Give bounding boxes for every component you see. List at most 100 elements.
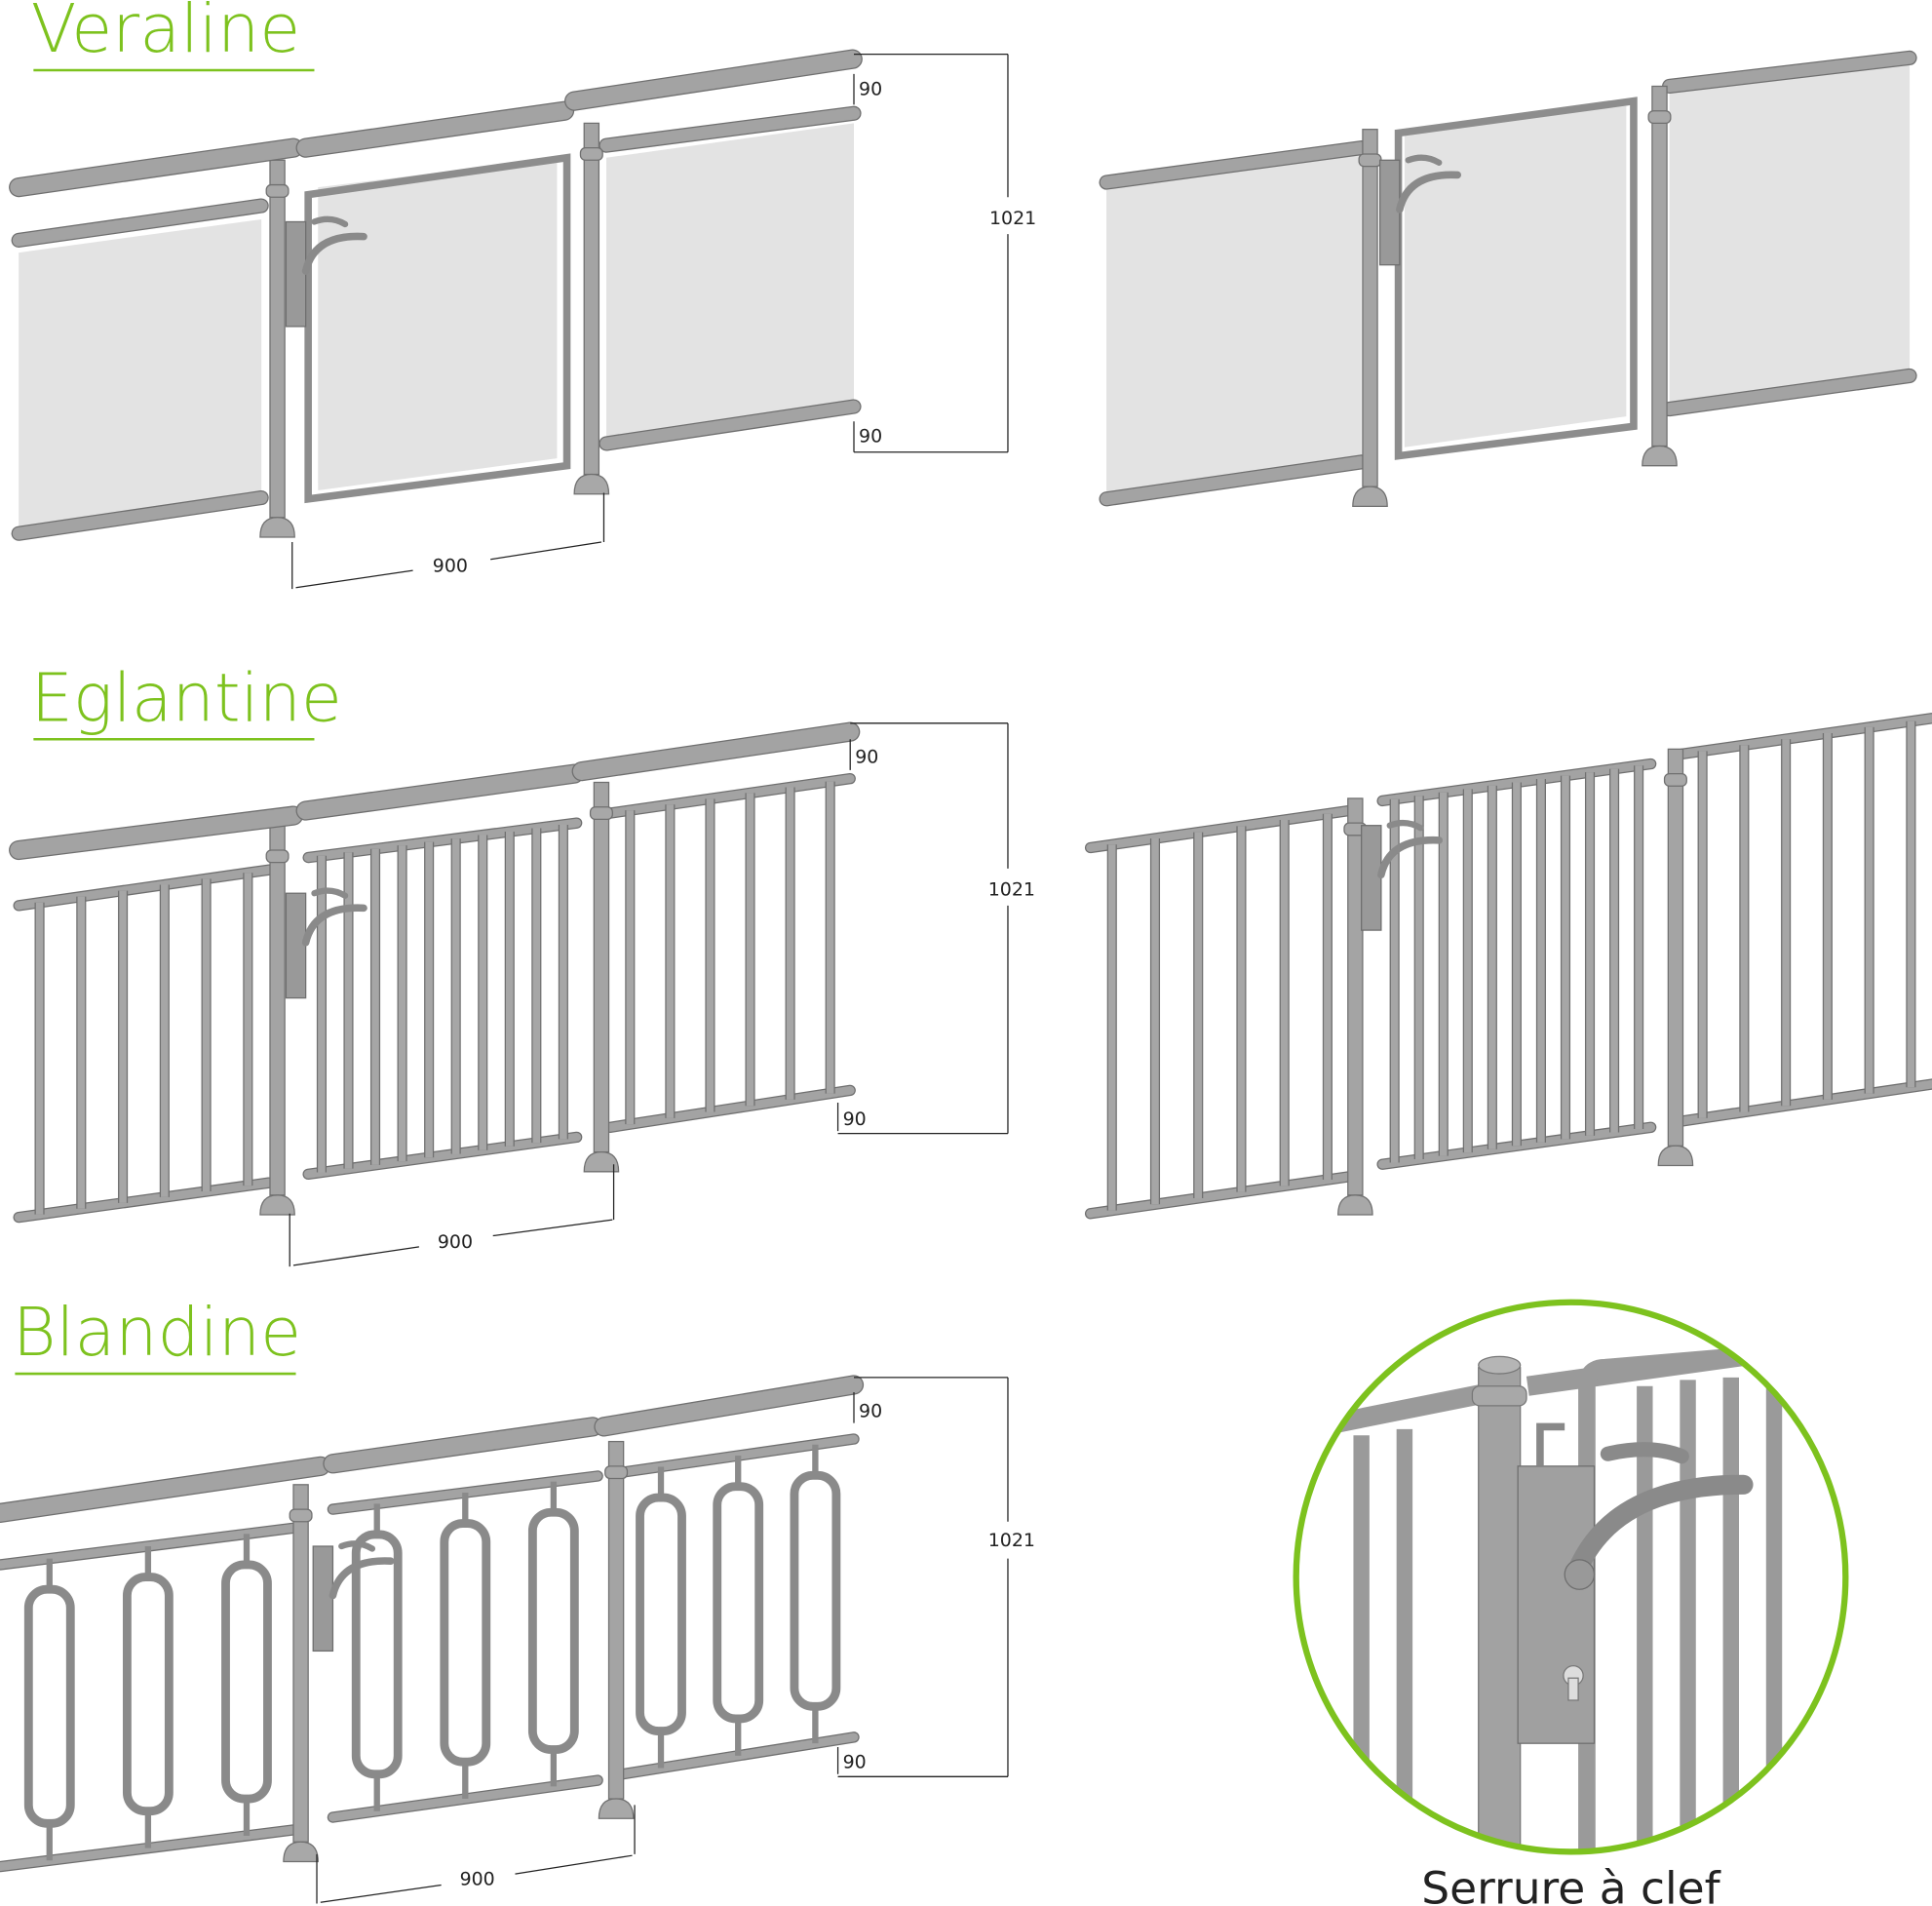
handle-icon xyxy=(1566,1474,1754,1581)
post-collar xyxy=(1647,110,1672,125)
oval-baluster xyxy=(23,1584,75,1828)
post xyxy=(269,159,286,519)
gate-frame xyxy=(304,153,571,504)
gate-bottom-rail xyxy=(1377,1122,1656,1169)
oval-baluster xyxy=(790,1470,841,1711)
dim-height: 1021 xyxy=(989,208,1036,229)
section-title-eglantine: Eglantine xyxy=(31,660,342,737)
post-collar xyxy=(589,806,613,821)
handrail xyxy=(572,722,860,780)
detail-circle xyxy=(1293,1299,1849,1855)
oval-baluster xyxy=(221,1560,272,1804)
post-collar xyxy=(1663,772,1687,787)
glass-panel xyxy=(1669,58,1911,408)
lock-box xyxy=(312,1545,334,1653)
top-rail xyxy=(605,774,855,818)
oval-baluster xyxy=(440,1519,491,1767)
post-collar xyxy=(289,1508,313,1523)
handrail xyxy=(565,50,862,110)
post-collar xyxy=(265,849,290,864)
bottom-rail xyxy=(1677,1079,1932,1126)
handrail xyxy=(595,1376,863,1436)
lock-box xyxy=(1517,1465,1596,1744)
dim-gate-width: 900 xyxy=(460,1869,495,1890)
dim-top-gap: 90 xyxy=(855,746,878,767)
dimensions-veraline: 90 90 1021 900 xyxy=(291,53,1036,590)
glass-top-rail xyxy=(12,199,268,247)
oval-baluster xyxy=(122,1573,174,1816)
glass-top-rail xyxy=(1663,52,1916,93)
post xyxy=(1347,797,1364,1196)
fence-drawings xyxy=(0,49,1932,1873)
oval-baluster xyxy=(527,1507,579,1754)
gate-handle-icon xyxy=(328,1557,395,1600)
top-rail xyxy=(1677,714,1932,759)
handrail xyxy=(10,806,302,859)
gate-latch xyxy=(311,215,349,228)
gate-handle-icon xyxy=(301,232,367,275)
handrail xyxy=(10,138,302,196)
post xyxy=(1667,748,1684,1147)
post-base xyxy=(1642,445,1678,467)
handrail xyxy=(324,1418,601,1473)
post-base xyxy=(598,1798,635,1819)
post-base xyxy=(283,1841,319,1863)
oval-baluster xyxy=(351,1530,403,1779)
post xyxy=(583,122,600,476)
bottom-rail xyxy=(1086,1172,1354,1219)
post-collar xyxy=(265,183,290,198)
detail-caption: Serrure à clef xyxy=(1421,1862,1720,1906)
dim-top-gap: 90 xyxy=(859,1400,882,1421)
post-collar xyxy=(579,147,603,161)
lock-detail-view: Serrure à clef xyxy=(1293,1299,1849,1906)
dim-gate-width: 900 xyxy=(438,1231,473,1253)
lock-box xyxy=(1378,159,1401,266)
post xyxy=(1362,129,1378,487)
section-title-blandine: Blandine xyxy=(13,1295,301,1372)
post-base xyxy=(573,473,610,495)
bottom-rail xyxy=(14,1178,274,1222)
post xyxy=(593,781,610,1153)
dimensions-blandine: 90 90 1021 900 xyxy=(316,1377,1035,1904)
dim-gate-width: 900 xyxy=(433,555,468,576)
glass-bottom-rail xyxy=(599,400,861,450)
post-base xyxy=(583,1150,620,1173)
oval-baluster xyxy=(636,1493,686,1735)
lock-box xyxy=(285,220,307,328)
post xyxy=(1478,1367,1522,1852)
post xyxy=(607,1440,625,1800)
top-rail xyxy=(1086,806,1354,852)
top-rail xyxy=(14,865,274,911)
dim-top-gap: 90 xyxy=(859,78,882,99)
gate-latch xyxy=(1386,819,1424,832)
post xyxy=(292,1484,309,1843)
glass-panel xyxy=(1106,151,1362,493)
post xyxy=(1651,85,1668,447)
dimensions-eglantine: 90 90 1021 900 xyxy=(289,722,1035,1267)
glass-bottom-rail xyxy=(1100,455,1368,506)
glass-top-rail xyxy=(1100,141,1368,189)
post-base xyxy=(259,1194,295,1216)
post-collar xyxy=(1358,153,1382,168)
gate-latch xyxy=(1405,154,1443,166)
handrail xyxy=(296,764,583,820)
post-base xyxy=(1337,1194,1373,1216)
glass-top-rail xyxy=(599,106,861,152)
glass-bottom-rail xyxy=(1663,370,1916,415)
dim-height: 1021 xyxy=(988,1530,1035,1551)
oval-baluster xyxy=(713,1482,764,1724)
lock-box xyxy=(285,892,307,999)
glass-panel xyxy=(605,123,854,442)
handrail xyxy=(296,101,573,157)
bottom-rail xyxy=(605,1085,855,1132)
handrail xyxy=(0,1458,329,1522)
glass-panel xyxy=(19,218,262,530)
lock-box xyxy=(1361,825,1382,931)
post-collar xyxy=(604,1465,629,1480)
gate-handle-icon xyxy=(1377,836,1444,879)
glass-bottom-rail xyxy=(12,491,268,540)
gate-handle-icon xyxy=(301,904,367,947)
dim-bottom-gap: 90 xyxy=(843,1751,867,1772)
glass-panel xyxy=(318,157,558,490)
